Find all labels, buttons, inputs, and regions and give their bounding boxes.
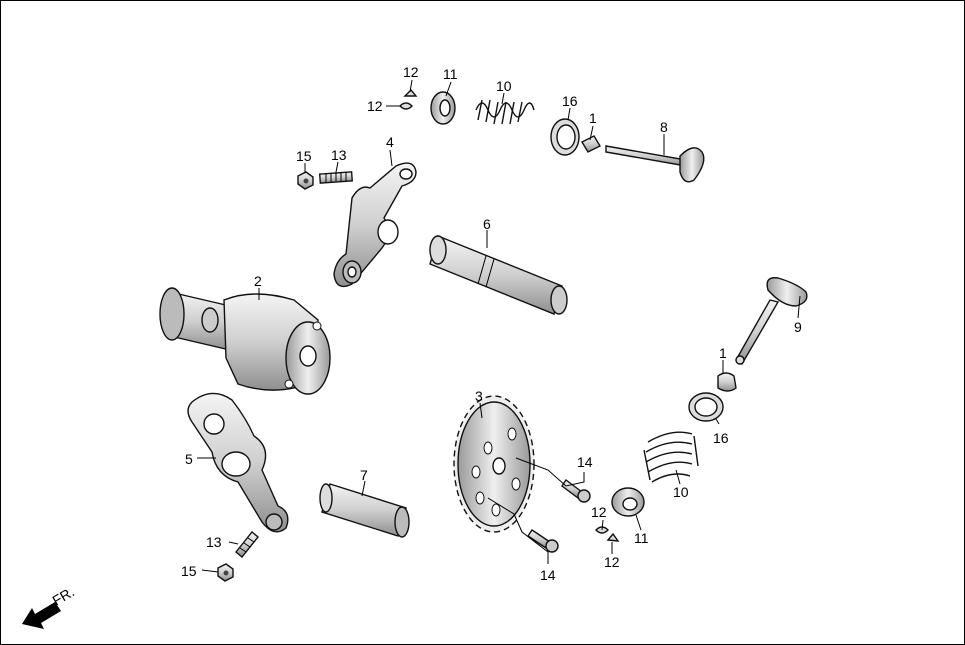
spring-seat-top — [550, 118, 580, 156]
callout-12: 12 — [403, 64, 419, 80]
rocker-arm-upper — [333, 162, 417, 288]
lock-nut-upper — [297, 171, 314, 190]
rocker-arm-lower — [187, 392, 289, 533]
spring-retainer-lower — [611, 487, 645, 517]
callout-9: 9 — [794, 319, 802, 335]
front-direction-arrow-icon — [22, 602, 61, 629]
intake-valve — [605, 145, 705, 183]
callout-14: 14 — [577, 454, 593, 470]
callout-13: 13 — [331, 147, 347, 163]
camshaft — [159, 287, 331, 395]
valve-spring-lower — [643, 431, 699, 483]
callout-10: 10 — [673, 484, 689, 500]
sprocket-bolt-upper — [561, 478, 591, 503]
callout-1: 1 — [589, 110, 597, 126]
valve-spring-top — [475, 99, 535, 125]
valve-cotter-lower — [595, 526, 620, 542]
callout-13: 13 — [206, 534, 222, 550]
callout-16: 16 — [713, 430, 729, 446]
callout-11: 11 — [634, 530, 649, 546]
sprocket-bolt-lower — [527, 529, 559, 553]
callout-10: 10 — [496, 78, 512, 94]
callout-12: 12 — [604, 554, 620, 570]
callout-7: 7 — [360, 467, 368, 483]
callout-16: 16 — [562, 93, 578, 109]
callout-4: 4 — [386, 134, 394, 150]
valve-cotter-top — [399, 88, 418, 110]
callout-12: 12 — [591, 504, 607, 520]
callout-14: 14 — [540, 567, 556, 583]
callout-8: 8 — [660, 119, 668, 135]
stem-seal-lower — [717, 372, 737, 392]
callout-11: 11 — [443, 66, 458, 82]
callout-3: 3 — [475, 388, 483, 404]
adjust-screw-lower — [235, 531, 259, 558]
callout-12: 12 — [367, 98, 383, 114]
callout-15: 15 — [181, 563, 197, 579]
callout-2: 2 — [254, 273, 262, 289]
spring-seat-lower — [688, 392, 724, 422]
stem-seal-top — [581, 135, 601, 153]
cam-sprocket — [453, 395, 535, 533]
rocker-shaft-upper — [429, 235, 568, 315]
callout-5: 5 — [185, 451, 193, 467]
leader-lines — [197, 79, 801, 573]
lock-nut-lower — [217, 563, 234, 582]
exhaust-valve — [735, 277, 808, 365]
spring-retainer-top — [430, 91, 456, 125]
callout-6: 6 — [483, 216, 491, 232]
rocker-shaft-lower — [319, 483, 410, 538]
adjust-screw-upper — [318, 171, 353, 184]
callout-1: 1 — [719, 345, 727, 361]
callout-numbers: 12 12 11 10 16 1 8 15 13 4 6 2 9 1 16 3 … — [181, 64, 802, 583]
callout-15: 15 — [296, 148, 312, 164]
